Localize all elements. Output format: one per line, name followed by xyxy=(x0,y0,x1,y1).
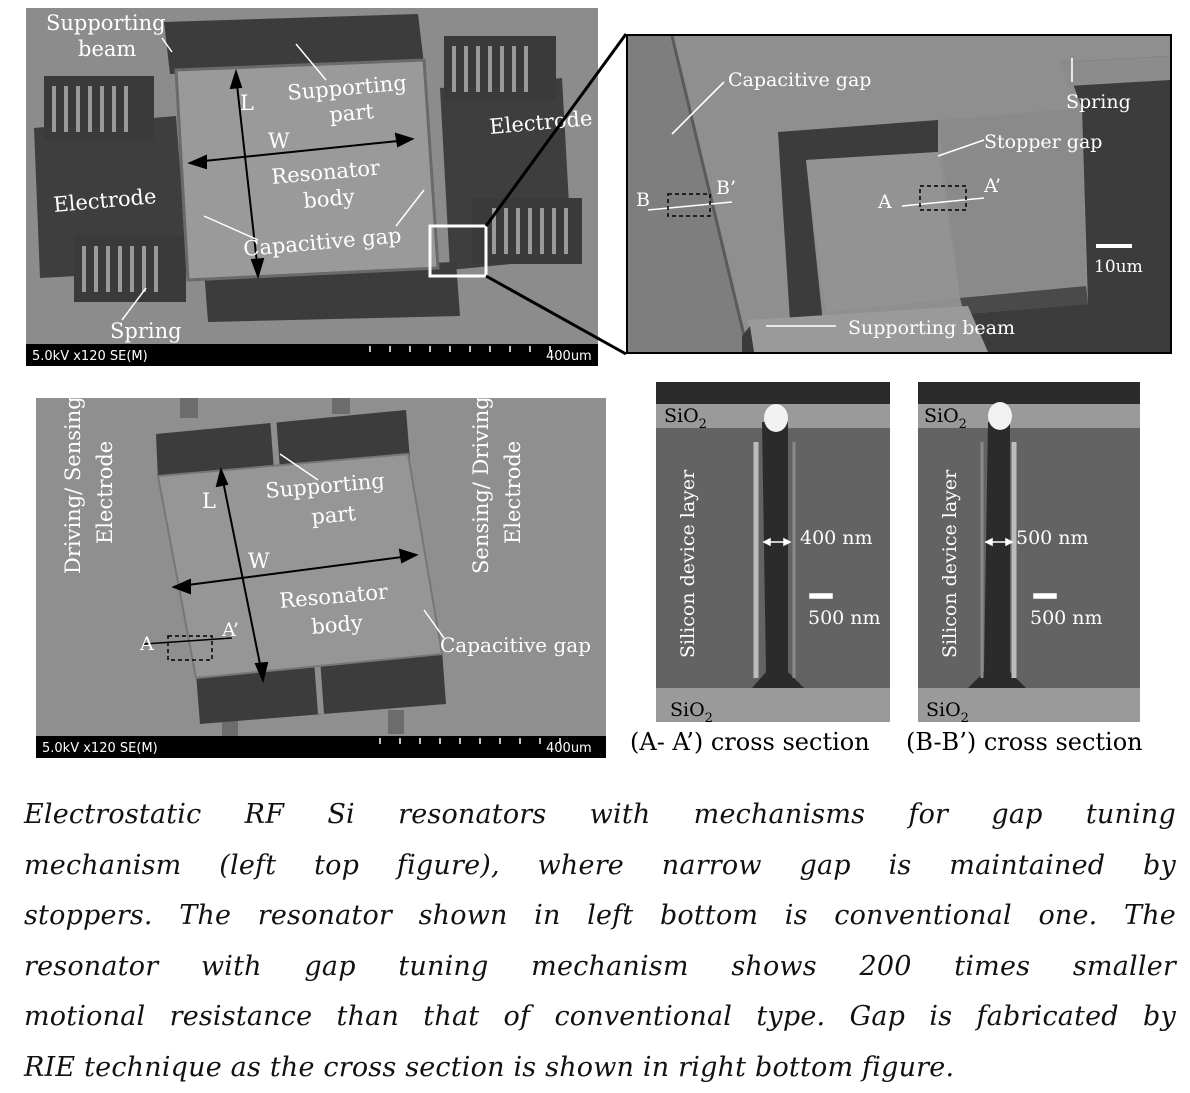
bl-label-right-electrode-1: Sensing/ Driving xyxy=(469,398,493,574)
zoom-label-capacitive-gap: Capacitive gap xyxy=(728,69,871,91)
bl-label-resonator-2: body xyxy=(310,611,363,639)
caption-line: resonator with gap tuning mechanism show… xyxy=(24,942,1176,993)
bl-label-left-electrode-1: Driving/ Sensing xyxy=(61,398,85,574)
zoom-label-stopper-gap: Stopper gap xyxy=(984,131,1102,153)
zoom-label-B-prime: B’ xyxy=(716,177,736,199)
caption-line: stoppers. The resonator shown in left bo… xyxy=(24,891,1176,942)
sem-bottom-left-image: Driving/ Sensing Electrode Sensing/ Driv… xyxy=(36,398,606,758)
bl-label-L: L xyxy=(202,489,216,513)
bb-silicon-layer-label: Silicon device layer xyxy=(939,469,961,658)
cross-section-aa-caption: (A- A’) cross section xyxy=(630,728,870,756)
bl-label-capacitive-gap: Capacitive gap xyxy=(440,633,591,657)
bl-label-left-electrode-2: Electrode xyxy=(93,441,117,544)
cross-section-bb-caption: (B-B’) cross section xyxy=(906,728,1143,756)
zoom-label-A: A xyxy=(877,191,892,213)
sem-top-right-image: Capacitive gap Spring Stopper gap B B’ A… xyxy=(628,36,1170,352)
aa-silicon-layer-label: Silicon device layer xyxy=(677,469,699,658)
cross-section-bb-image: SiO2 SiO2 Silicon device layer 500 nm 50… xyxy=(918,382,1140,722)
sem-bottom-left: Driving/ Sensing Electrode Sensing/ Driv… xyxy=(36,398,606,758)
cross-section-aa: SiO2 SiO2 Silicon device layer 400 nm 50… xyxy=(656,382,890,722)
aa-gap-label: 400 nm xyxy=(800,527,873,549)
bl-label-W: W xyxy=(248,549,270,573)
caption-line: RIE technique as the cross section is sh… xyxy=(24,1043,1176,1093)
caption-line: mechanism (left top figure), where narro… xyxy=(24,841,1176,892)
bl-info-bar-scale: 400um xyxy=(546,741,592,756)
aa-scale-label: 500 nm xyxy=(808,607,881,629)
sem-top-right: Capacitive gap Spring Stopper gap B B’ A… xyxy=(626,34,1172,354)
bb-gap-label: 500 nm xyxy=(1016,527,1089,549)
zoom-label-B: B xyxy=(636,189,650,211)
bl-info-bar-settings: 5.0kV x120 SE(M) xyxy=(42,741,158,756)
zoom-label-A-prime: A’ xyxy=(983,175,1001,197)
bl-label-A: A xyxy=(139,633,154,655)
zoom-label-spring: Spring xyxy=(1066,91,1131,113)
bl-label-right-electrode-2: Electrode xyxy=(501,441,525,544)
bl-label-supporting-part-2: part xyxy=(310,501,357,529)
cross-section-bb: SiO2 SiO2 Silicon device layer 500 nm 50… xyxy=(918,382,1140,722)
zoom-label-supporting-beam: Supporting beam xyxy=(848,317,1015,339)
figure-caption: Electrostatic RF Si resonators with mech… xyxy=(24,790,1176,1093)
caption-line: Electrostatic RF Si resonators with mech… xyxy=(24,790,1176,841)
cross-section-aa-image: SiO2 SiO2 Silicon device layer 400 nm 50… xyxy=(656,382,890,722)
supporting-beam-body xyxy=(806,152,960,312)
zoom-label-scale: 10um xyxy=(1094,257,1143,277)
bl-label-A-prime: A’ xyxy=(221,619,239,641)
caption-line: motional resistance than that of convent… xyxy=(24,992,1176,1043)
bb-scale-label: 500 nm xyxy=(1030,607,1103,629)
